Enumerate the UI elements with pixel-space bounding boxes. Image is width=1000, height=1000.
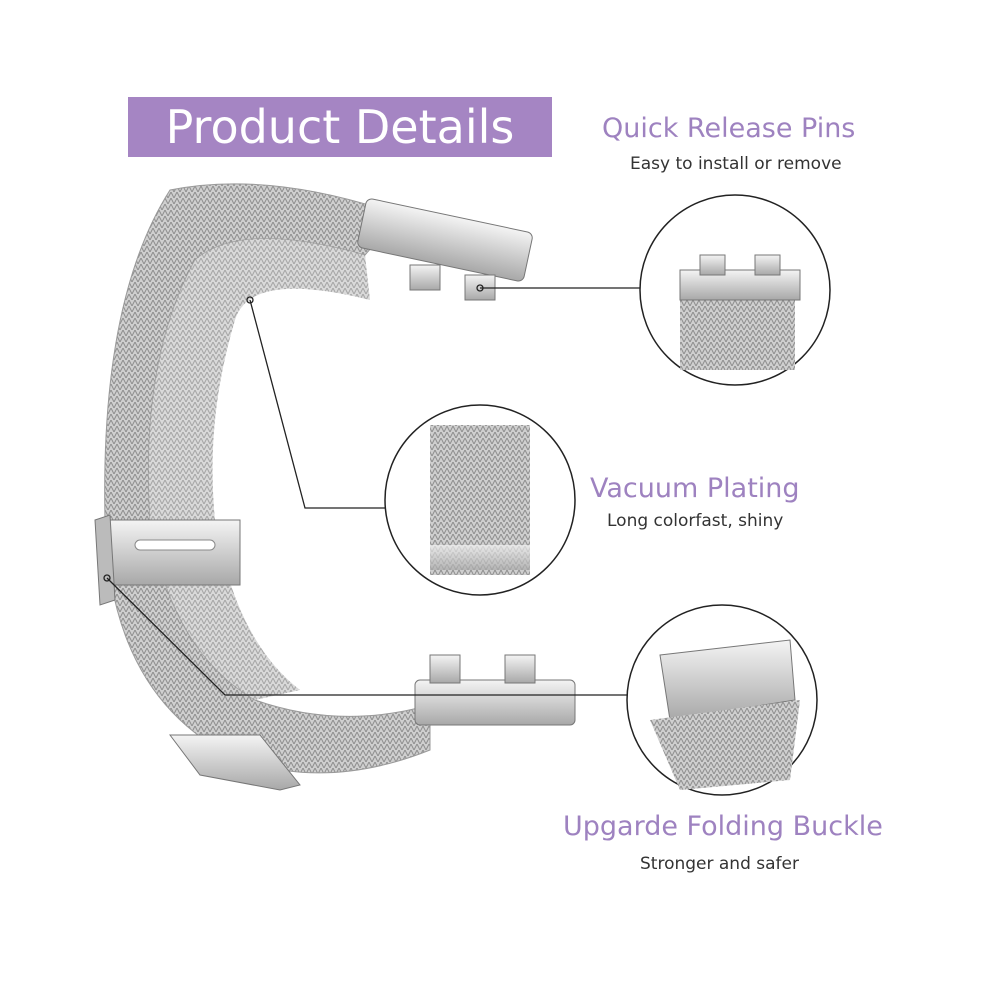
- detail-circle-buckle: [626, 604, 818, 796]
- detail-circle-pins: [639, 194, 831, 386]
- feature-title-pins: Quick Release Pins: [602, 113, 856, 144]
- bottom-connector: [414, 679, 576, 726]
- feature-subtitle-plating: Long colorfast, shiny: [607, 511, 784, 531]
- feature-title-buckle: Upgarde Folding Buckle: [563, 811, 883, 842]
- page-title: Product Details: [128, 97, 552, 157]
- detail-circle-plating: [384, 404, 576, 596]
- feature-title-plating: Vacuum Plating: [590, 473, 800, 504]
- top-connector: [357, 198, 533, 282]
- buckle: [104, 519, 241, 586]
- callout-lines: [103, 284, 640, 696]
- feature-subtitle-pins: Easy to install or remove: [630, 154, 842, 174]
- feature-subtitle-buckle: Stronger and safer: [640, 854, 799, 874]
